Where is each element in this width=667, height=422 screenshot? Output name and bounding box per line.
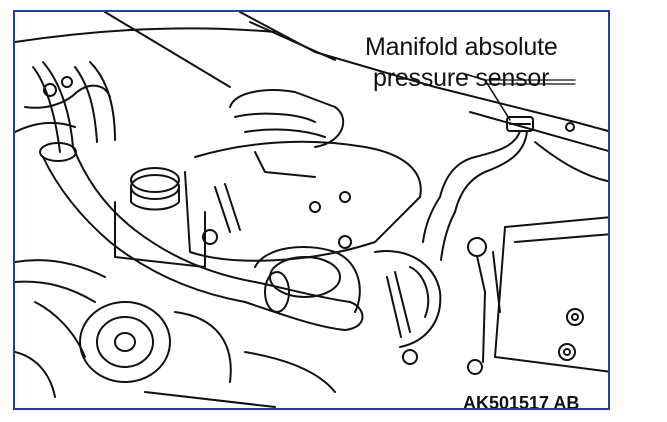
- lower-left-components: [15, 259, 336, 408]
- intake-pipe: [39, 142, 364, 331]
- sensor-and-harness: [422, 116, 608, 375]
- callout-line-2: pressure sensor: [373, 64, 550, 92]
- callout-leader: [464, 73, 576, 121]
- hood-outline: [15, 12, 608, 152]
- battery: [494, 216, 608, 373]
- sensor-callout-label: Manifold absolute pressure sensor: [365, 32, 605, 94]
- engine-bay-illustration: [15, 12, 608, 408]
- figure-frame: Manifold absolute pressure sensor AK5015…: [13, 10, 610, 410]
- engine-cover: [184, 89, 422, 262]
- left-hoses: [15, 61, 116, 153]
- lower-assembly: [254, 235, 442, 365]
- callout-line-1: Manifold absolute: [365, 33, 558, 61]
- reservoir-cap: [114, 167, 206, 268]
- figure-code: AK501517 AB: [461, 393, 582, 408]
